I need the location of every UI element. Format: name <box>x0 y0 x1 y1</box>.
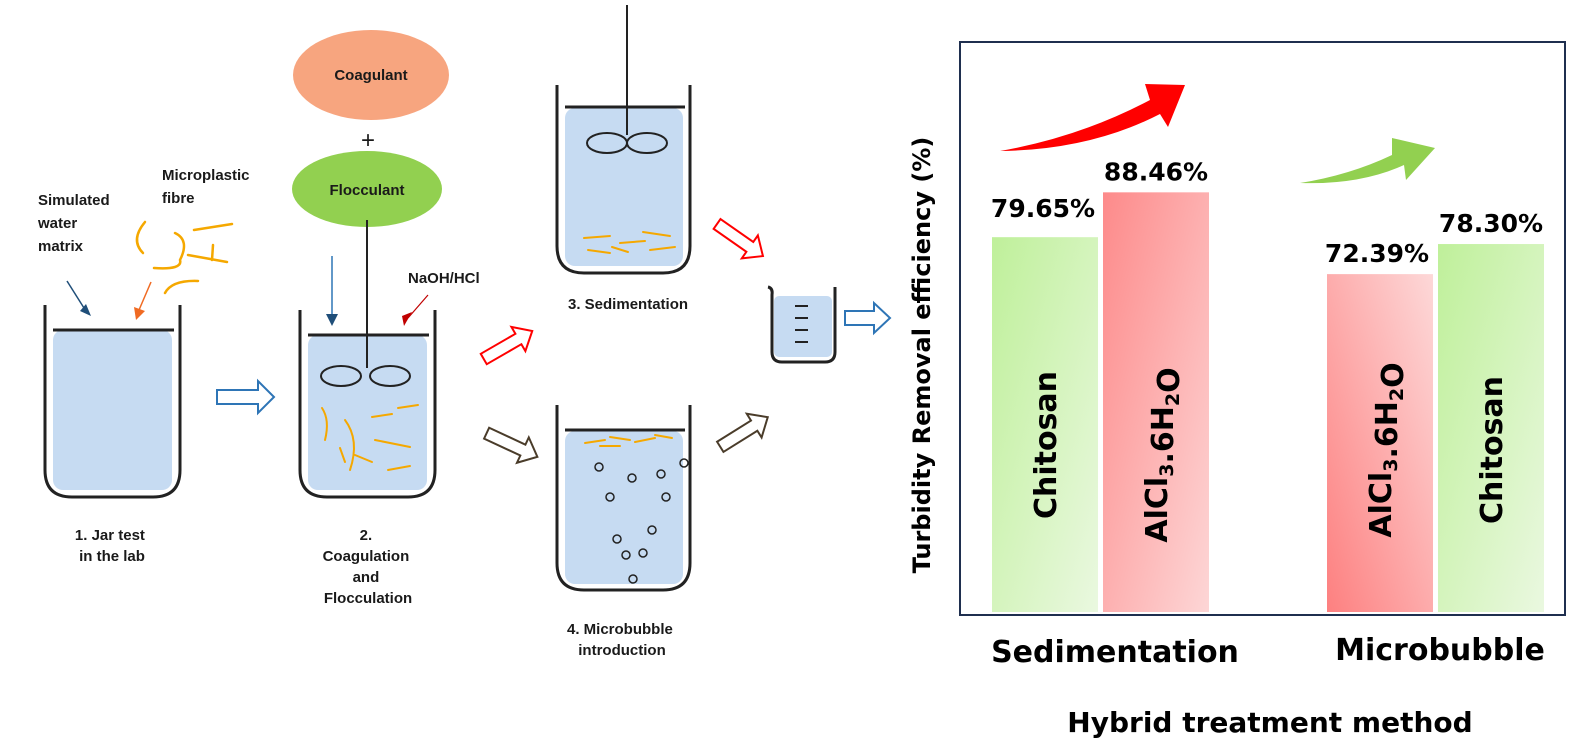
step4-label: 4. Microbubble introduction <box>567 621 677 659</box>
beaker-jar-test <box>43 305 182 499</box>
dosing-arrows <box>326 256 429 326</box>
microplastic-label: Microplastic fibre <box>162 167 254 207</box>
beaker-sedimentation <box>555 5 692 275</box>
bar-microbubble-alcl3 <box>1327 274 1433 612</box>
x-axis-label: Hybrid treatment method <box>1067 706 1472 739</box>
coagulant-ellipse <box>293 30 449 120</box>
beaker-coagulation <box>298 220 437 499</box>
flow-arrow-red-icon <box>479 325 534 366</box>
flow-arrow-brown-icon <box>715 412 770 454</box>
stirrer-paddle-icon <box>626 132 668 154</box>
bar-category-label: AlCl3.6H2O <box>1140 367 1187 542</box>
x-tick-sedimentation: Sedimentation <box>991 635 1239 670</box>
input-arrows <box>66 280 152 320</box>
bar-category-label: AlCl3.6H2O <box>1364 362 1411 537</box>
treated-water-beaker-icon <box>767 285 837 364</box>
flocculant-label: Flocculant <box>329 182 404 199</box>
simulated-water-label: Simulated water matrix <box>37 192 114 255</box>
flow-arrow-icon <box>844 300 892 336</box>
microplastic-fibres <box>135 220 234 295</box>
flow-arrow-brown-icon <box>482 426 539 465</box>
plus-sign: + <box>361 127 375 154</box>
bar-value-label: 88.46% <box>1104 157 1208 186</box>
bar-sedimentation-chitosan <box>992 237 1098 612</box>
stirrer-paddle-icon <box>320 365 362 387</box>
flow-arrow-icon <box>216 378 276 416</box>
bar-category-label: Chitosan <box>1475 376 1510 524</box>
bar-value-label: 72.39% <box>1325 239 1429 268</box>
step3-label: 3. Sedimentation <box>568 296 688 313</box>
coagulant-label: Coagulant <box>334 67 407 84</box>
bubbles <box>594 458 689 584</box>
step2-label: 2. Coagulation and Flocculation <box>323 527 414 607</box>
trend-arrow-green-icon <box>1300 138 1435 184</box>
bar-category-label: Chitosan <box>1029 371 1064 519</box>
x-tick-microbubble: Microbubble <box>1335 633 1545 668</box>
bar-value-label: 79.65% <box>991 194 1095 223</box>
bar-sedimentation-alcl3 <box>1103 192 1209 612</box>
bar-microbubble-chitosan <box>1438 244 1544 612</box>
stirrer-paddle-icon <box>369 365 411 387</box>
water-fill <box>53 330 172 490</box>
ph-adjust-label: NaOH/HCl <box>408 270 480 287</box>
bar-value-label: 78.30% <box>1439 209 1543 238</box>
y-axis-label: Turbidity Removal efficiency (%) <box>908 137 936 574</box>
flow-arrow-red-icon <box>712 217 765 260</box>
step1-label: 1. Jar test in the lab <box>75 527 149 565</box>
beaker-microbubble <box>555 405 692 592</box>
trend-arrow-red-icon <box>1000 84 1185 151</box>
bar-chart: Turbidity Removal efficiency (%) Sedimen… <box>908 41 1566 739</box>
flocculant-ellipse <box>292 151 442 227</box>
